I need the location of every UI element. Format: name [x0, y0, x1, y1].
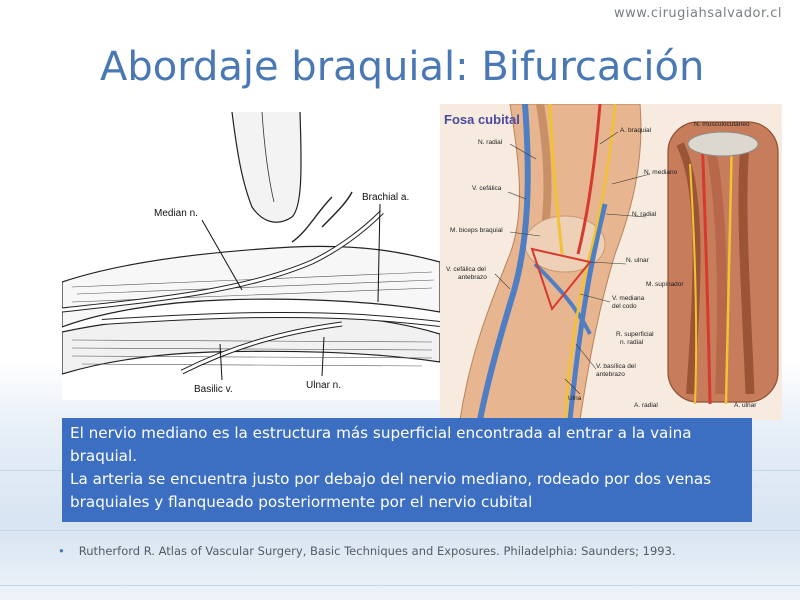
- label-v-cefalica-antebrazo-2: antebrazo: [458, 274, 487, 281]
- background-line: [0, 585, 800, 586]
- brachial-dissection-illustration: Median n. Brachial a. Basilic v. Ulnar n…: [62, 112, 440, 400]
- info-line-1: El nervio mediano es la estructura más s…: [70, 424, 692, 465]
- label-n-radial-2: N. radial: [632, 211, 657, 218]
- slide-title: Abordaje braquial: Bifurcación: [100, 44, 705, 90]
- label-basilic-vein: Basilic v.: [194, 384, 233, 395]
- label-median-nerve: Median n.: [154, 208, 198, 219]
- label-v-mediana: V. mediana: [612, 295, 645, 302]
- background-line: [0, 530, 800, 531]
- label-a-ulnar: A. ulnar: [734, 402, 757, 409]
- fossa-title: Fosa cubital: [444, 112, 520, 127]
- label-m-supinador: M. supinador: [646, 281, 684, 288]
- label-v-cefalica-antebrazo: V. cefálica del: [446, 266, 486, 273]
- label-m-biceps: M. biceps braquial: [450, 227, 503, 234]
- label-v-basilica-2: antebrazo: [596, 371, 625, 378]
- label-n-musculocutaneo: N. musculocutáneo: [694, 121, 750, 128]
- bullet-icon: •: [58, 544, 65, 558]
- site-url: www.cirugiahsalvador.cl: [613, 6, 782, 21]
- info-line-2: La arteria se encuentra justo por debajo…: [70, 470, 712, 511]
- reference-text: Rutherford R. Atlas of Vascular Surgery,…: [78, 544, 676, 558]
- label-n-mediano: N. mediano: [644, 169, 678, 176]
- label-a-braquial: A. braquial: [620, 127, 652, 134]
- label-a-radial: A. radial: [634, 402, 658, 409]
- label-r-superficial: R. superficial: [616, 331, 654, 338]
- label-n-radial: N. radial: [478, 139, 503, 146]
- label-n-ulnar: N. ulnar: [626, 257, 650, 264]
- label-v-cefalica: V. cefálica: [472, 185, 502, 192]
- label-ulna: Ulna: [568, 395, 582, 402]
- reference: • Rutherford R. Atlas of Vascular Surgery…: [58, 544, 676, 558]
- cubital-fossa-illustration: Fosa cubital N. radial V. cefálica M. bi…: [440, 104, 782, 420]
- label-brachial-artery: Brachial a.: [362, 192, 409, 203]
- label-ulnar-nerve: Ulnar n.: [306, 380, 341, 391]
- label-v-basilica: V. basílica del: [596, 363, 636, 370]
- label-v-mediana-2: del codo: [612, 303, 637, 310]
- info-box: El nervio mediano es la estructura más s…: [62, 418, 752, 522]
- label-r-superficial-2: n. radial: [620, 339, 644, 346]
